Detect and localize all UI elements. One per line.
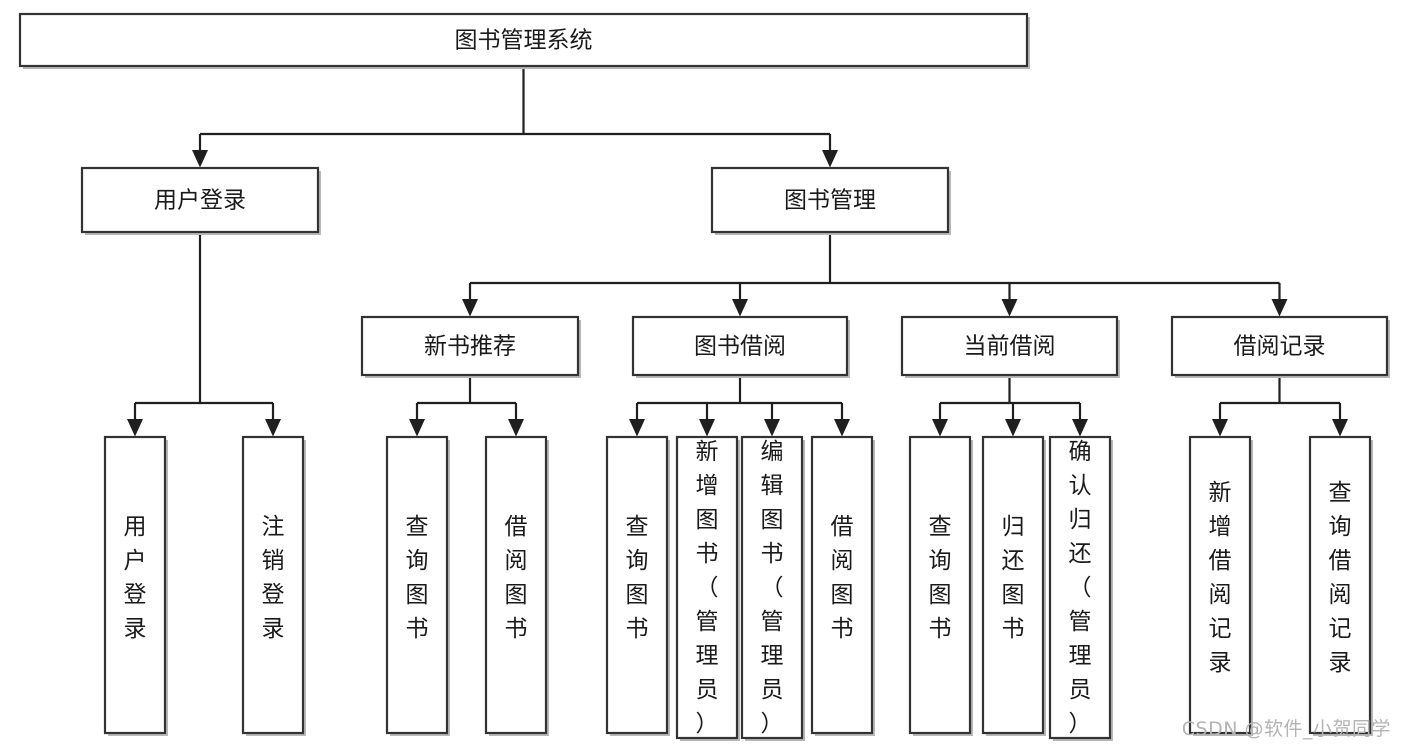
node-user-login[interactable]: 用户登录: [80, 166, 321, 235]
node-rect[interactable]: [631, 315, 849, 377]
node-book-borrow[interactable]: 图书借阅: [631, 315, 850, 378]
edge-group-new-book-rec: [409, 375, 524, 437]
node-leaf-logout[interactable]: 注销登录: [241, 435, 306, 736]
node-new-book-rec[interactable]: 新书推荐: [360, 315, 581, 378]
node-rect[interactable]: [908, 435, 972, 735]
node-rect[interactable]: [710, 166, 950, 234]
edge-arrowhead: [629, 419, 645, 437]
node-rect[interactable]: [241, 435, 305, 735]
node-rect[interactable]: [1170, 315, 1389, 377]
edge-arrowhead: [508, 419, 524, 437]
node-label: 查询图书: [929, 514, 952, 642]
edge-arrowhead: [409, 419, 425, 437]
node-label: 新增借阅记录: [1209, 480, 1232, 676]
edge-group-borrow-record: [1212, 375, 1348, 437]
node-leaf-user-login[interactable]: 用户登录: [103, 435, 168, 736]
node-leaf-query-book-3[interactable]: 查询图书: [908, 435, 973, 736]
node-label: 用户登录: [124, 514, 147, 642]
node-current-borrow[interactable]: 当前借阅: [900, 315, 1120, 378]
edge-arrowhead: [732, 299, 748, 317]
edge-arrowhead: [1005, 419, 1021, 437]
node-rect[interactable]: [981, 435, 1045, 735]
node-rect[interactable]: [1048, 435, 1112, 740]
edge-arrowhead: [127, 419, 143, 437]
node-label: 新书推荐: [424, 334, 516, 360]
node-rect[interactable]: [900, 315, 1119, 377]
node-label: 归还图书: [1002, 514, 1025, 642]
node-label: 借阅图书: [831, 514, 854, 642]
edges-layer: [127, 66, 1348, 437]
node-rect[interactable]: [1308, 435, 1372, 735]
edge-arrowhead: [699, 419, 715, 437]
node-label: 借阅图书: [505, 514, 528, 642]
edge-arrowhead: [265, 419, 281, 437]
edge-arrowhead: [932, 419, 948, 437]
edge-group-root: [192, 66, 838, 168]
node-rect[interactable]: [1188, 435, 1252, 735]
nodes-layer: 图书管理系统用户登录图书管理新书推荐图书借阅当前借阅借阅记录用户登录注销登录查询…: [18, 12, 1390, 741]
node-label: 确认归还（管理员）: [1069, 439, 1092, 737]
node-label: 图书管理系统: [455, 28, 593, 54]
node-rect[interactable]: [103, 435, 167, 735]
node-leaf-add-record[interactable]: 新增借阅记录: [1188, 435, 1253, 736]
edge-arrowhead: [1212, 419, 1228, 437]
node-rect[interactable]: [675, 435, 739, 740]
edge-arrowhead: [1001, 299, 1018, 317]
node-label: 查询图书: [626, 514, 649, 642]
edge-arrowhead: [822, 150, 838, 168]
node-label: 当前借阅: [964, 334, 1056, 360]
node-label: 用户登录: [154, 188, 246, 214]
node-rect[interactable]: [18, 12, 1029, 68]
node-leaf-query-book-2[interactable]: 查询图书: [605, 435, 670, 736]
node-leaf-query-book-1[interactable]: 查询图书: [385, 435, 450, 736]
node-rect[interactable]: [360, 315, 580, 377]
node-root[interactable]: 图书管理系统: [18, 12, 1030, 69]
node-label: 图书管理: [784, 188, 876, 214]
node-borrow-record[interactable]: 借阅记录: [1170, 315, 1390, 378]
edge-group-book-borrow: [629, 375, 850, 437]
node-label: 图书借阅: [694, 334, 786, 360]
node-label: 新增图书（管理员）: [696, 439, 719, 737]
node-book-manage[interactable]: 图书管理: [710, 166, 951, 235]
edge-group-current-borrow: [932, 375, 1088, 437]
edge-arrowhead: [1271, 299, 1288, 317]
edge-arrowhead: [1072, 419, 1088, 437]
node-label: 编辑图书（管理员）: [761, 439, 784, 737]
node-label: 查询图书: [406, 514, 429, 642]
node-leaf-add-book[interactable]: 新增图书（管理员）: [675, 435, 740, 741]
node-rect[interactable]: [385, 435, 449, 735]
node-rect[interactable]: [80, 166, 320, 234]
node-rect[interactable]: [605, 435, 669, 735]
csdn-watermark: CSDN @软件_小贺同学: [1181, 718, 1391, 740]
node-label: 查询借阅记录: [1329, 480, 1352, 676]
node-leaf-edit-book[interactable]: 编辑图书（管理员）: [740, 435, 805, 741]
node-leaf-borrow-book-1[interactable]: 借阅图书: [484, 435, 549, 736]
node-rect[interactable]: [810, 435, 874, 735]
node-leaf-confirm-return[interactable]: 确认归还（管理员）: [1048, 435, 1113, 741]
node-rect[interactable]: [484, 435, 548, 735]
edge-group-book-manage: [462, 232, 1288, 317]
edge-arrowhead: [462, 299, 478, 317]
node-label: 注销登录: [262, 514, 285, 642]
edge-arrowhead: [192, 150, 208, 168]
edge-arrowhead: [764, 419, 780, 437]
node-leaf-query-record[interactable]: 查询借阅记录: [1308, 435, 1373, 736]
edge-arrowhead: [1332, 419, 1348, 437]
edge-group-user-login: [127, 232, 281, 437]
node-rect[interactable]: [740, 435, 804, 740]
edge-arrowhead: [834, 419, 850, 437]
node-label: 借阅记录: [1234, 334, 1326, 360]
node-leaf-borrow-book-2[interactable]: 借阅图书: [810, 435, 875, 736]
node-leaf-return-book[interactable]: 归还图书: [981, 435, 1046, 736]
